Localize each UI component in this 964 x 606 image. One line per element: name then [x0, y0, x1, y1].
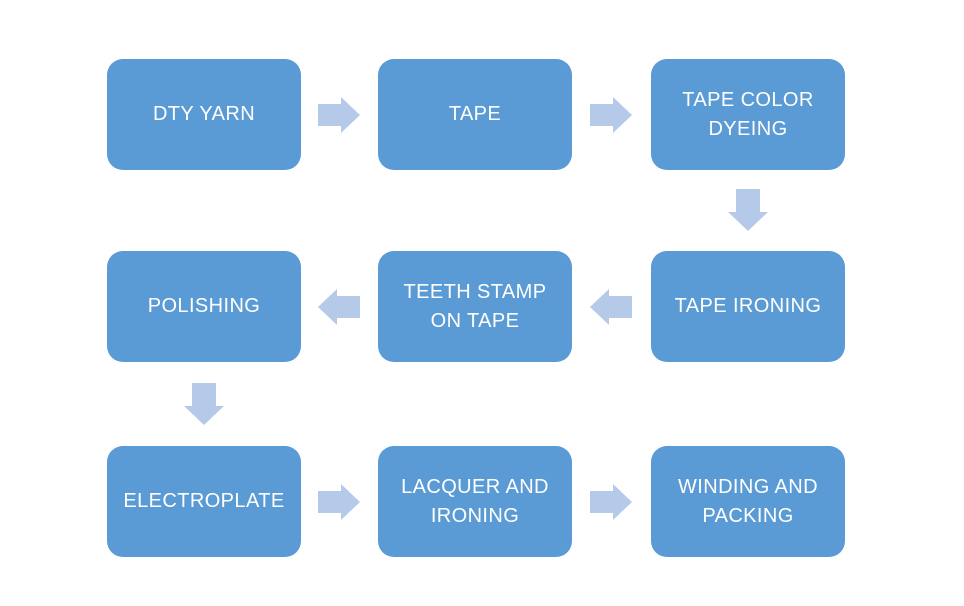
flow-node-label: LACQUER AND IRONING — [401, 475, 549, 527]
edge-dty-yarn-to-tape — [318, 97, 360, 133]
flow-node-label: POLISHING — [147, 295, 261, 317]
arrow-right-icon — [590, 97, 632, 133]
flow-node-winding-and-packing: WINDING AND PACKING — [651, 446, 845, 557]
arrow-right-icon — [318, 97, 360, 133]
flow-node-label: TEETH STAMP ON TAPE — [403, 280, 547, 332]
flow-node-label: WINDING AND PACKING — [678, 475, 818, 527]
flow-node-tape-ironing: TAPE IRONING — [651, 251, 845, 362]
arrow-right-icon — [590, 484, 632, 520]
edge-teeth-stamp-to-polishing — [318, 289, 360, 325]
flow-node-teeth-stamp-on-tape: TEETH STAMP ON TAPE — [378, 251, 572, 362]
flow-node-polishing: POLISHING — [107, 251, 301, 362]
flow-node-label: TAPE IRONING — [674, 295, 822, 317]
arrow-right-icon — [318, 484, 360, 520]
flow-node-label: TAPE COLOR DYEING — [682, 88, 814, 140]
arrow-down-icon — [728, 189, 768, 231]
flow-node-label: DTY YARN — [152, 103, 256, 125]
edge-tape-ironing-to-teeth-stamp — [590, 289, 632, 325]
edge-lacquer-to-winding — [590, 484, 632, 520]
flow-node-lacquer-and-ironing: LACQUER AND IRONING — [378, 446, 572, 557]
flow-node-tape-color-dyeing: TAPE COLOR DYEING — [651, 59, 845, 170]
flow-node-electroplate: ELECTROPLATE — [107, 446, 301, 557]
flow-node-tape: TAPE — [378, 59, 572, 170]
arrow-left-icon — [318, 289, 360, 325]
flow-node-label: ELECTROPLATE — [123, 490, 285, 512]
flow-node-dty-yarn: DTY YARN — [107, 59, 301, 170]
edge-electroplate-to-lacquer — [318, 484, 360, 520]
edge-polishing-to-electroplate — [184, 383, 224, 425]
edge-tape-to-tape-color-dyeing — [590, 97, 632, 133]
flow-node-label: TAPE — [448, 103, 502, 125]
arrow-down-icon — [184, 383, 224, 425]
arrow-left-icon — [590, 289, 632, 325]
edge-tape-color-dyeing-to-tape-ironing — [728, 189, 768, 231]
